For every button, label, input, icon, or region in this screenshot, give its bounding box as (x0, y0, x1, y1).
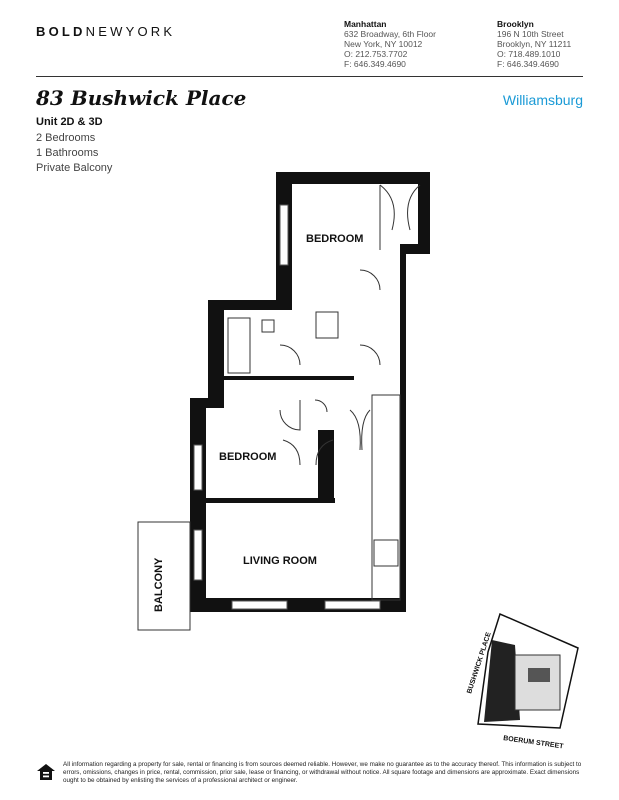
balcony-outline (137, 521, 191, 631)
site-map: BUSHWICK PLACE BOERUM STREET (466, 612, 579, 751)
room-label-living-room: LIVING ROOM (243, 555, 317, 567)
balcony-detail: Private Balcony (36, 162, 113, 174)
room-label-bedroom-1: BEDROOM (306, 233, 363, 245)
brand-logo: BOLDNEWYORK (36, 24, 176, 39)
disclaimer: All information regarding a property for… (63, 761, 582, 784)
room-label-bedroom-2: BEDROOM (219, 451, 276, 463)
street-label-boerum: BOERUM STREET (503, 735, 565, 750)
equal-housing-icon (37, 764, 55, 780)
property-address: 83 Bushwick Place (36, 86, 247, 110)
bedrooms: 2 Bedrooms (36, 132, 96, 144)
bathrooms: 1 Bathrooms (36, 147, 99, 159)
room-label-balcony: BALCONY (153, 557, 165, 612)
windows (193, 204, 381, 610)
unit-label: Unit 2D & 3D (36, 116, 103, 128)
neighborhood: Williamsburg (502, 92, 583, 108)
header-divider (36, 76, 583, 77)
fixtures (137, 184, 421, 631)
